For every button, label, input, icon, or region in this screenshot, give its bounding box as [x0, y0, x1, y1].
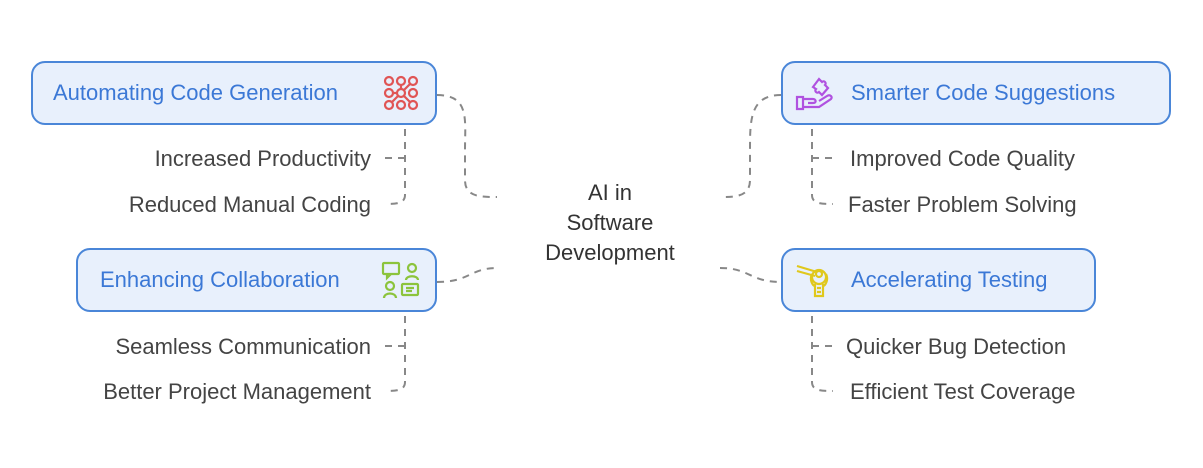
sub-item: Seamless Communication — [115, 334, 371, 359]
branch-title: Smarter Code Suggestions — [851, 80, 1116, 105]
sub-item: Better Project Management — [103, 379, 371, 404]
network-grid-icon — [383, 75, 419, 111]
sub-item: Increased Productivity — [154, 146, 371, 171]
branch-smarter-code-suggestions: Smarter Code Suggestions — [781, 61, 1171, 125]
people-chat-icon — [381, 261, 420, 299]
hand-puzzle-icon — [795, 77, 833, 111]
sub-item: Quicker Bug Detection — [846, 334, 1067, 359]
sub-item: Efficient Test Coverage — [850, 379, 1076, 404]
center-line: AI in — [587, 180, 633, 205]
sub-item: Improved Code Quality — [850, 146, 1075, 171]
branch-title: Automating Code Generation — [53, 80, 338, 105]
branch-title: Enhancing Collaboration — [100, 267, 340, 292]
branch-title: Accelerating Testing — [851, 267, 1048, 292]
sub-item: Faster Problem Solving — [848, 192, 1077, 217]
key-test-icon — [796, 264, 829, 298]
center-line: Software — [566, 210, 654, 235]
central-topic: AI in Software Development — [520, 178, 700, 268]
branch-enhancing-collaboration: Enhancing Collaboration — [76, 248, 437, 312]
center-line: Development — [545, 240, 675, 265]
branch-automating-code-generation: Automating Code Generation — [31, 61, 437, 125]
branch-accelerating-testing: Accelerating Testing — [781, 248, 1096, 312]
sub-item: Reduced Manual Coding — [128, 192, 371, 217]
